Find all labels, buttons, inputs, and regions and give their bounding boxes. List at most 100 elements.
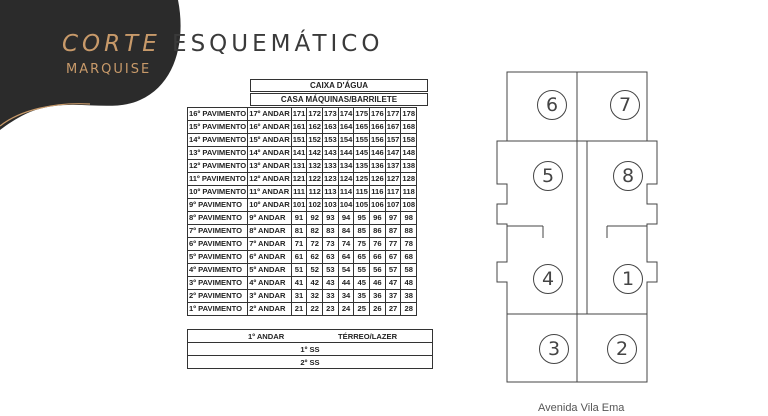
unit-cell: 35: [353, 289, 371, 303]
pavimento-cell: 2º PAVIMENTO: [186, 289, 249, 303]
unit-cell: 113: [322, 185, 339, 199]
unit-cell: 106: [369, 198, 386, 212]
unit-cell: 24: [337, 302, 355, 316]
andar-cell: 12º ANDAR: [247, 172, 292, 186]
unit-cell: 167: [384, 120, 402, 134]
unit-cell: 86: [369, 224, 386, 238]
unit-cell: 155: [353, 133, 371, 147]
unit-cell: 72: [306, 237, 324, 251]
caixa-agua-row: CAIXA D'ÁGUA: [250, 79, 428, 92]
unit-cell: 68: [400, 250, 418, 264]
andar-cell: 16º ANDAR: [247, 120, 292, 134]
unit-cell: 67: [384, 250, 402, 264]
unit-cell: 145: [353, 146, 371, 160]
unit-cell: 158: [400, 133, 418, 147]
pavimento-cell: 6º PAVIMENTO: [186, 237, 249, 251]
unit-cell: 117: [384, 185, 402, 199]
pavimento-cell: 16º PAVIMENTO: [186, 107, 249, 121]
unit-cell: 137: [384, 159, 402, 173]
andar-cell: 10º ANDAR: [247, 198, 292, 212]
unit-cell: 112: [306, 185, 324, 199]
unit-cell: 73: [322, 237, 339, 251]
unit-cell: 42: [306, 276, 324, 290]
unit-cell: 36: [369, 289, 386, 303]
unit-cell: 153: [322, 133, 339, 147]
unit-cell: 154: [337, 133, 355, 147]
unit-cell: 84: [337, 224, 355, 238]
unit-cell: 33: [322, 289, 339, 303]
unit-cell: 97: [384, 211, 402, 225]
andar-cell: 13º ANDAR: [247, 159, 292, 173]
unit-cell: 177: [384, 107, 402, 121]
unit-cell: 88: [400, 224, 418, 238]
unit-cell: 71: [290, 237, 308, 251]
unit-cell: 94: [337, 211, 355, 225]
basement-row-1: 1º SS: [187, 342, 433, 356]
unit-cell: 134: [337, 159, 355, 173]
unit-cell: 125: [353, 172, 371, 186]
unit-cell: 27: [384, 302, 402, 316]
unit-cell: 166: [369, 120, 386, 134]
unit-cell: 52: [306, 263, 324, 277]
unit-cell: 165: [353, 120, 371, 134]
unit-cell: 83: [322, 224, 339, 238]
unit-cell: 164: [337, 120, 355, 134]
page-title: CORTE ESQUEMÁTICO: [62, 31, 383, 57]
unit-cell: 91: [290, 211, 308, 225]
unit-cell: 87: [384, 224, 402, 238]
unit-cell: 65: [353, 250, 371, 264]
unit-cell: 25: [353, 302, 371, 316]
unit-cell: 127: [384, 172, 402, 186]
pavimento-cell: 8º PAVIMENTO: [186, 211, 249, 225]
unit-cell: 126: [369, 172, 386, 186]
ground-floor-row: 1º ANDAR TÉRREO/LAZER: [187, 329, 433, 343]
unit-3-marker: 3: [539, 334, 569, 364]
pavimento-cell: 13º PAVIMENTO: [186, 146, 249, 160]
unit-cell: 168: [400, 120, 418, 134]
unit-cell: 74: [337, 237, 355, 251]
andar-cell: 9º ANDAR: [247, 211, 292, 225]
pavimento-cell: 12º PAVIMENTO: [186, 159, 249, 173]
unit-cell: 133: [322, 159, 339, 173]
pavimento-cell: 9º PAVIMENTO: [186, 198, 249, 212]
andar-cell: 2º ANDAR: [247, 302, 292, 316]
unit-5-marker: 5: [533, 161, 563, 191]
page-subtitle: MARQUISE: [66, 62, 152, 77]
unit-cell: 124: [337, 172, 355, 186]
street-label: Avenida Vila Ema: [538, 402, 625, 414]
unit-cell: 53: [322, 263, 339, 277]
unit-cell: 116: [369, 185, 386, 199]
unit-cell: 77: [384, 237, 402, 251]
unit-6-marker: 6: [537, 90, 567, 120]
unit-cell: 111: [290, 185, 308, 199]
floor-plan-outline: [496, 71, 658, 383]
unit-cell: 93: [322, 211, 339, 225]
unit-cell: 176: [369, 107, 386, 121]
unit-cell: 152: [306, 133, 324, 147]
unit-cell: 46: [369, 276, 386, 290]
unit-cell: 102: [306, 198, 324, 212]
unit-cell: 151: [290, 133, 308, 147]
unit-cell: 96: [369, 211, 386, 225]
unit-cell: 132: [306, 159, 324, 173]
unit-cell: 56: [369, 263, 386, 277]
andar-cell: 4º ANDAR: [247, 276, 292, 290]
unit-cell: 23: [322, 302, 339, 316]
unit-cell: 103: [322, 198, 339, 212]
unit-cell: 66: [369, 250, 386, 264]
unit-cell: 38: [400, 289, 418, 303]
unit-7-marker: 7: [610, 90, 640, 120]
unit-cell: 41: [290, 276, 308, 290]
unit-cell: 156: [369, 133, 386, 147]
pavimento-cell: 4º PAVIMENTO: [186, 263, 249, 277]
andar-cell: 11º ANDAR: [247, 185, 292, 199]
unit-cell: 58: [400, 263, 418, 277]
unit-cell: 75: [353, 237, 371, 251]
